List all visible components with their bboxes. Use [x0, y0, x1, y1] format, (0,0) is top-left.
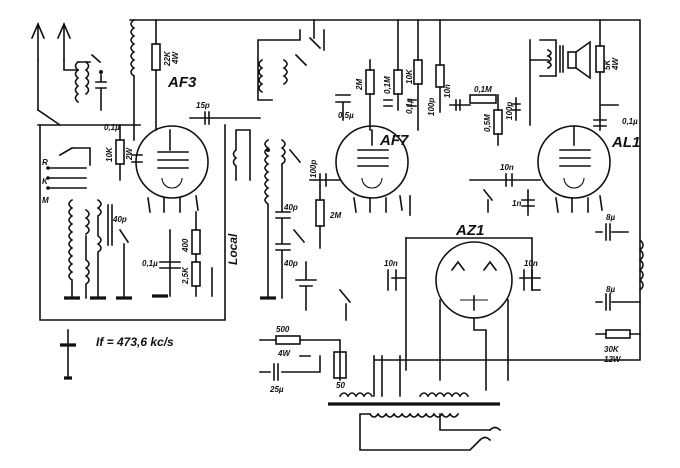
value-r-25k: 2,5K [181, 266, 190, 285]
value-c-1n: 1n [512, 199, 521, 208]
value-c-15p: 15p [196, 101, 210, 110]
value-c-10n-b: 10n [500, 163, 514, 172]
value-r-5k: 5K [603, 59, 612, 70]
value-c-05u: 0,5µ [338, 111, 354, 120]
value-c-01u-c: 0,1µ [405, 98, 414, 114]
value-r-01m-b: 0,1M [474, 85, 492, 94]
value-c-40p-c: 40p [283, 259, 298, 268]
if-and-af7-stage [232, 19, 521, 321]
value-r-05m: 0,5M [483, 114, 492, 132]
value-r-22k-w: 4W [171, 51, 180, 65]
value-r-2m-b: 2M [355, 79, 364, 91]
value-r-10k-b: 10K [405, 68, 414, 84]
value-c-100p-a: 100p [309, 160, 318, 178]
value-r-01m-a: 0,1M [383, 76, 392, 94]
af3-stage [115, 18, 261, 297]
value-pot-50: 50 [336, 381, 345, 390]
al1-stage [469, 19, 619, 216]
value-r-10k: 10K [105, 146, 114, 162]
power-section [387, 223, 644, 391]
value-r-30k: 30K [604, 345, 620, 354]
tube-label-az1: AZ1 [455, 222, 484, 239]
value-c-10n-c: 10n [384, 259, 398, 268]
value-r-2m-a: 2M [329, 211, 341, 220]
value-r-22k: 22K [163, 50, 172, 67]
value-c-8u-a: 8µ [606, 213, 615, 222]
value-r-500-w: 4W [277, 349, 291, 358]
value-c-01u-b: 0,1µ [142, 259, 158, 268]
value-c-40p-a: 40p [112, 215, 127, 224]
switch-label-r: R [42, 158, 48, 167]
value-c-100p-b: 100p [427, 98, 436, 116]
tube-label-al1: AL1 [611, 134, 640, 151]
value-c-01u-d: 0,1µ [622, 117, 638, 126]
mains-transformer [259, 335, 502, 451]
switch-label-k: K [42, 177, 49, 186]
input-section [36, 53, 226, 380]
value-c-01u-a: 0,1µ [104, 123, 120, 132]
value-c-40p-b: 40p [283, 203, 298, 212]
value-c-8u-b: 8µ [606, 285, 615, 294]
value-c-10n-d: 10n [524, 259, 538, 268]
value-c-25u: 25µ [269, 385, 284, 394]
value-r-5k-w: 4W [611, 57, 620, 71]
value-c-100p-c: 100p [505, 102, 514, 120]
value-c-10n-a: 10n [443, 84, 452, 98]
switch-label-m: M [42, 196, 49, 205]
if-frequency-note: If = 473,6 kc/s [96, 335, 174, 349]
tube-label-af3: AF3 [167, 74, 197, 91]
tube-label-af7: AF7 [379, 132, 409, 149]
antenna-symbols [30, 21, 79, 111]
local-label: Local [226, 233, 240, 265]
value-r-10k-w: 2W [125, 147, 134, 161]
value-r-500: 500 [276, 325, 290, 334]
value-r-400: 400 [181, 238, 190, 253]
value-r-30k-w: 12W [604, 355, 622, 364]
